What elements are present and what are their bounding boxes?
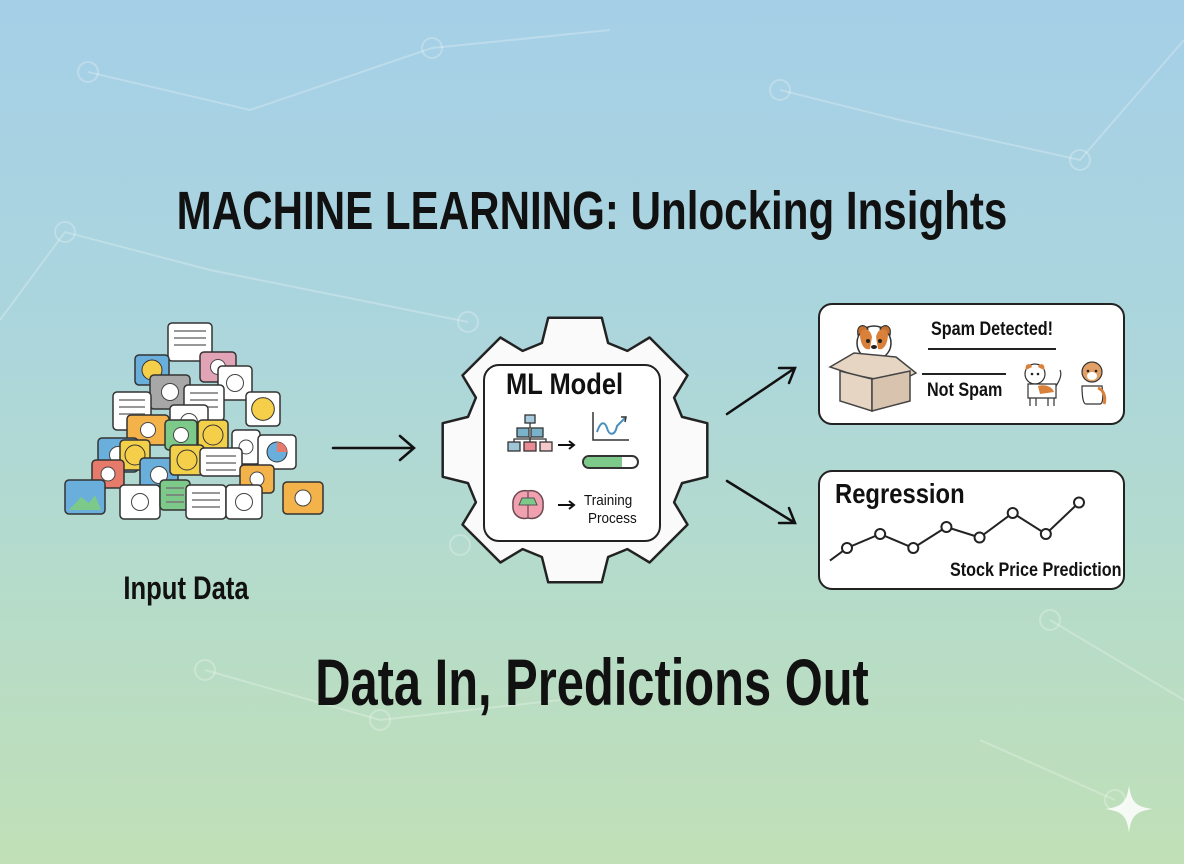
classification-card: Spam Detected! Not Spam: [818, 303, 1125, 425]
input-to-model-arrow: [331, 434, 416, 462]
image-data-icon: [239, 464, 275, 494]
document-data-icon: [199, 447, 243, 477]
sparkle-icon: [1105, 785, 1153, 833]
regression-title: Regression: [835, 478, 965, 509]
data-point: [874, 528, 887, 540]
training-label: Training: [584, 492, 633, 509]
regression-card: Regression Stock Price Prediction: [818, 470, 1125, 590]
data-point: [1039, 528, 1052, 540]
hierarchy-icon: [507, 414, 553, 452]
stock-price-caption: Stock Price Prediction: [950, 560, 1122, 581]
image-data-icon: [164, 419, 198, 451]
dog-data-icon: [217, 365, 253, 401]
dog-icon: [1081, 361, 1107, 405]
chart-data-icon: [126, 414, 170, 446]
landscape-data-icon: [64, 479, 106, 515]
data-point: [973, 531, 986, 544]
regression-line-chart: [829, 496, 1085, 562]
page-title: MACHINE LEARNING: Unlocking Insights: [176, 181, 1008, 241]
data-point: [1006, 507, 1019, 519]
line-chart-icon: [592, 412, 629, 441]
emoji-data-icon: [197, 419, 229, 451]
model-to-regression-arrow: [725, 479, 797, 525]
card-data-icon: [282, 481, 324, 515]
model-to-classification-arrow: [725, 366, 797, 416]
training-progress-fill: [584, 457, 623, 467]
data-point: [1073, 496, 1085, 509]
arrow-icon: [558, 500, 576, 510]
data-point: [841, 542, 853, 554]
spam-detected-label: Spam Detected!: [931, 319, 1054, 340]
brain-icon: [512, 489, 544, 520]
not-spam-label: Not Spam: [927, 380, 1003, 401]
document-data-icon: [159, 479, 191, 511]
emoji-data-icon: [245, 391, 281, 427]
divider: [928, 348, 1056, 350]
ml-model-panel: ML Model Training Process: [483, 364, 661, 542]
pie-data-icon: [257, 434, 297, 470]
arrow-icon: [558, 440, 576, 450]
document-data-icon: [167, 322, 213, 362]
people-data-icon: [91, 459, 125, 489]
dog-data-icon: [225, 484, 263, 520]
emoji-data-icon: [169, 444, 205, 476]
data-point: [940, 521, 953, 533]
input-data-label: Input Data: [123, 570, 249, 606]
training-progress-bar: [582, 455, 639, 469]
divider: [922, 373, 1006, 375]
process-label: Process: [588, 510, 637, 527]
pig-data-icon: [119, 484, 161, 520]
dog-in-box-icon: [828, 325, 918, 413]
footer-tagline: Data In, Predictions Out: [315, 645, 869, 719]
data-point: [907, 542, 920, 554]
dog-icon: [1024, 363, 1062, 406]
ml-model-title: ML Model: [506, 368, 624, 401]
